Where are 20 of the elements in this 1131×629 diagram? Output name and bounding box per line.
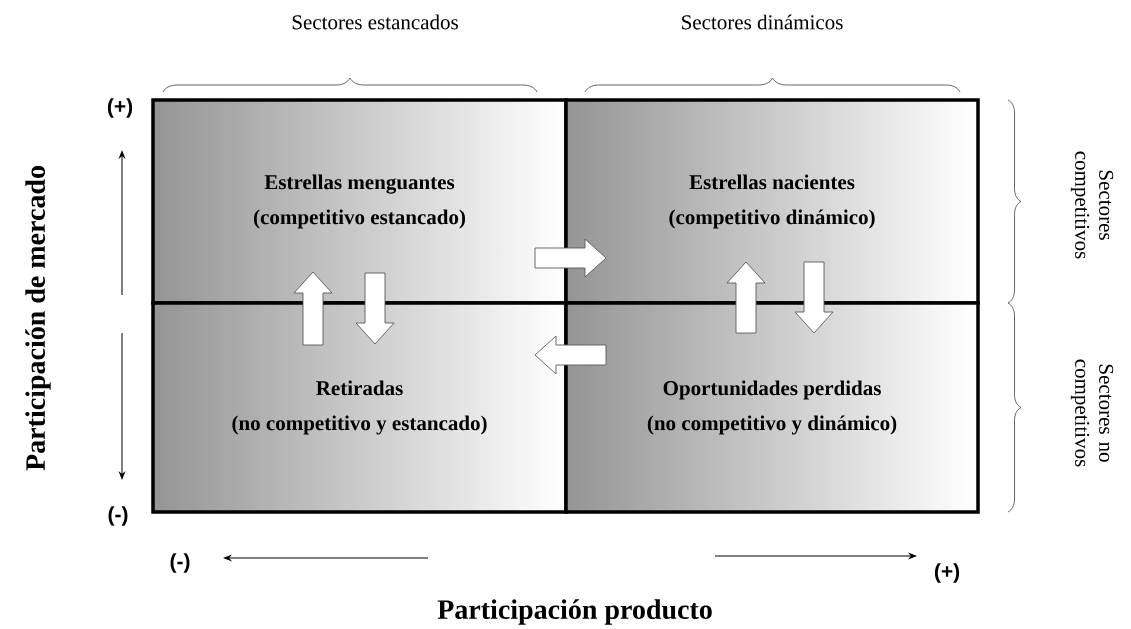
block-arrow bbox=[794, 261, 834, 334]
minus-sign: (-) bbox=[108, 506, 128, 526]
plus-sign: (+) bbox=[107, 98, 133, 118]
axis-title: Participación de mercado bbox=[25, 166, 51, 471]
sector-label: Sectores dinámicos bbox=[682, 14, 843, 30]
block-arrow bbox=[726, 261, 766, 334]
quadrant-box: Oportunidades perdidas (no competitivo y dinámico) bbox=[564, 301, 980, 514]
block-arrow bbox=[355, 272, 395, 345]
minus-sign: (-) bbox=[170, 553, 190, 573]
sector-label: Sectores estancados bbox=[292, 14, 458, 30]
quadrant-box: Estrellas nacientes (competitivo dinámico) bbox=[564, 98, 980, 305]
axis-title: Participación producto bbox=[437, 599, 712, 625]
sector-label: Sectores competitivos bbox=[1070, 151, 1114, 259]
block-arrow bbox=[293, 271, 333, 346]
plus-sign: (+) bbox=[934, 563, 960, 583]
block-arrow bbox=[534, 335, 607, 375]
block-arrow bbox=[534, 238, 607, 278]
sector-label: Sectores no competitivos bbox=[1070, 359, 1114, 467]
quadrant-box: Estrellas menguantes (competitivo estancado) bbox=[151, 98, 568, 305]
quadrant-box: Retiradas (no competitivo y estancado) bbox=[151, 301, 568, 514]
